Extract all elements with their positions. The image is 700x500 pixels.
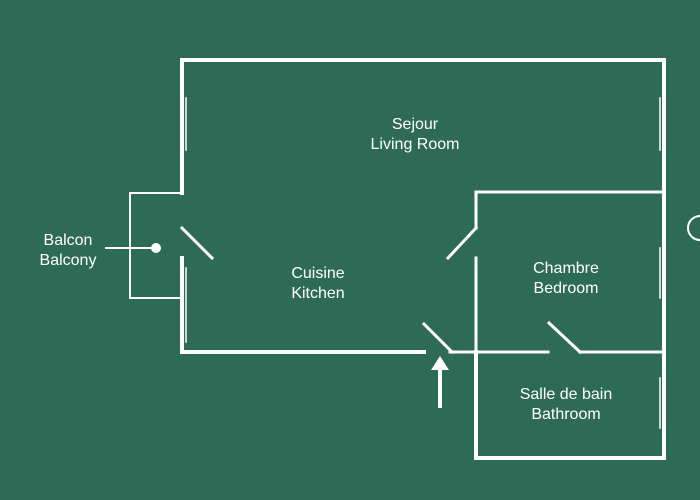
room-label-balcony: Balcon Balcony — [18, 231, 118, 271]
living-label-fr: Sejour — [391, 116, 439, 133]
balcony-marker-dot — [151, 243, 161, 253]
edge-circle-fragment — [687, 214, 700, 242]
kitchen-label-en: Kitchen — [291, 285, 345, 302]
living-bedroom-door — [445, 225, 479, 261]
balcony-door — [179, 225, 215, 261]
kitchen-label-fr: Cuisine — [291, 265, 345, 282]
entrance-arrow-icon — [431, 356, 449, 370]
room-label-bathroom: Salle de bain Bathroom — [496, 385, 636, 425]
bathroom-label-en: Bathroom — [531, 406, 601, 423]
balcony-outline — [129, 192, 183, 299]
room-label-bedroom: Chambre Bedroom — [506, 259, 626, 299]
bedroom-label-en: Bedroom — [533, 280, 599, 297]
bathroom-label-fr: Salle de bain — [519, 386, 613, 403]
balcony-label-en: Balcony — [39, 252, 97, 269]
balcony-label-fr: Balcon — [43, 232, 93, 249]
doors — [179, 225, 583, 355]
windows — [185, 97, 661, 429]
interior-walls — [448, 190, 666, 354]
living-label-en: Living Room — [370, 136, 460, 153]
bathroom-door — [546, 320, 583, 355]
bedroom-label-fr: Chambre — [533, 260, 599, 277]
room-label-kitchen: Cuisine Kitchen — [258, 264, 378, 304]
room-label-living: Sejour Living Room — [345, 115, 485, 155]
entrance-door — [421, 321, 455, 355]
exterior-walls — [180, 58, 666, 460]
